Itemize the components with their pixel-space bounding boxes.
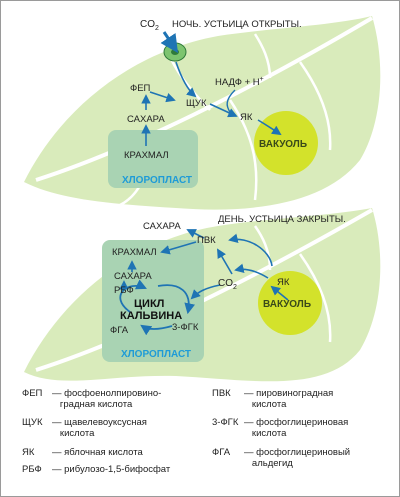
- day-arrow-pvk-sugars: [186, 229, 205, 239]
- night-nadf: НАДФ + Н+: [215, 76, 264, 88]
- day-arrow-co2-cycle: [190, 284, 221, 300]
- day-chloroplast-label: ХЛОРОПЛАСТ: [121, 349, 191, 360]
- day-chloroplast: [102, 240, 204, 362]
- day-arrow-yak-pvk: [228, 233, 273, 267]
- night-panel: CO2 НОЧЬ. УСТЬИЦА ОТКРЫТЫ. ФЕП ЩУК НАДФ …: [24, 16, 381, 210]
- night-yak: ЯК: [240, 112, 253, 123]
- night-shchuk: ЩУК: [186, 98, 207, 109]
- day-sugars-top: САХАРА: [143, 221, 181, 232]
- day-sugars: САХАРА: [114, 271, 152, 282]
- day-title: ДЕНЬ. УСТЬИЦА ЗАКРЫТЫ.: [218, 214, 346, 225]
- day-arrow-yak-co2: [234, 263, 269, 279]
- day-vein-branch: [253, 225, 272, 271]
- legend-def: — рибулозо-1,5-бифосфат: [52, 464, 171, 475]
- night-arrow-nadf: [226, 89, 236, 113]
- night-leaf-vein: [35, 16, 374, 182]
- day-cycle-arrow-rbf-fgk: [157, 284, 195, 315]
- day-vacuole-label: ВАКУОЛЬ: [263, 299, 311, 310]
- legend-def: — фосфоглицериновый альдегид: [244, 447, 351, 469]
- day-rbf: РБФ: [114, 285, 134, 296]
- day-cycle-arrow-fgk-fga: [140, 324, 173, 336]
- night-arrow-fep-shchuk: [149, 91, 176, 103]
- night-vein-branch: [253, 33, 272, 79]
- night-co2-label: CO2: [140, 19, 159, 32]
- legend-abbr: ФГА: [212, 447, 231, 458]
- legend-def: — яблочная кислота: [52, 447, 143, 458]
- day-co2-label: CO2: [218, 278, 237, 291]
- legend-abbr: 3-ФГК: [212, 417, 239, 428]
- day-cycle-label-1: ЦИКЛ: [134, 298, 164, 310]
- legend-def: — пировиноградная кислота: [244, 388, 334, 410]
- day-yak: ЯК: [277, 277, 290, 288]
- legend-def: — щавелевоуксусная кислота: [52, 417, 147, 439]
- legend-abbr: ЩУК: [22, 417, 43, 428]
- day-arrow-pvk-starch: [160, 241, 197, 255]
- day-arrow-vacuole-yak: [270, 285, 289, 301]
- legend-abbr: ФЕП: [22, 388, 43, 399]
- night-chloroplast: [108, 130, 198, 188]
- legend-abbr: ПВК: [212, 388, 231, 399]
- night-arrow-co2-in: [160, 31, 178, 53]
- day-fgk3: 3-ФГК: [172, 322, 199, 333]
- night-arrow-co2-shchuk: [175, 61, 197, 98]
- night-title: НОЧЬ. УСТЬИЦА ОТКРЫТЫ.: [172, 19, 302, 30]
- night-sugars: САХАРА: [127, 114, 165, 125]
- day-panel: ДЕНЬ. УСТЬИЦА ЗАКРЫТЫ. САХАРА ПВК КРАХМА…: [24, 208, 381, 382]
- night-chloroplast-label: ХЛОРОПЛАСТ: [122, 175, 192, 186]
- legend-abbr: РБФ: [22, 464, 42, 475]
- day-cycle-label-2: КАЛЬВИНА: [120, 310, 182, 322]
- night-arrow-yak-vacuole: [257, 119, 282, 136]
- legend-abbr: ЯК: [22, 447, 35, 458]
- day-arrow-co2-pvk: [217, 248, 233, 275]
- day-vein-branch: [298, 253, 332, 343]
- night-starch: КРАХМАЛ: [124, 150, 169, 161]
- legend-def: — фосфоенолпировино- градная кислота: [52, 388, 162, 410]
- night-vein-branch: [298, 61, 332, 151]
- day-cycle-arrow-fga-rbf: [119, 279, 147, 313]
- night-arrow-shchuk-yak: [209, 103, 238, 118]
- legend-def: — фосфоглицериновая кислота: [244, 417, 349, 439]
- day-starch: КРАХМАЛ: [112, 247, 157, 258]
- day-pvk: ПВК: [197, 235, 216, 246]
- night-vacuole-label: ВАКУОЛЬ: [259, 139, 307, 150]
- day-fga: ФГА: [110, 325, 129, 336]
- night-fep: ФЕП: [130, 83, 151, 94]
